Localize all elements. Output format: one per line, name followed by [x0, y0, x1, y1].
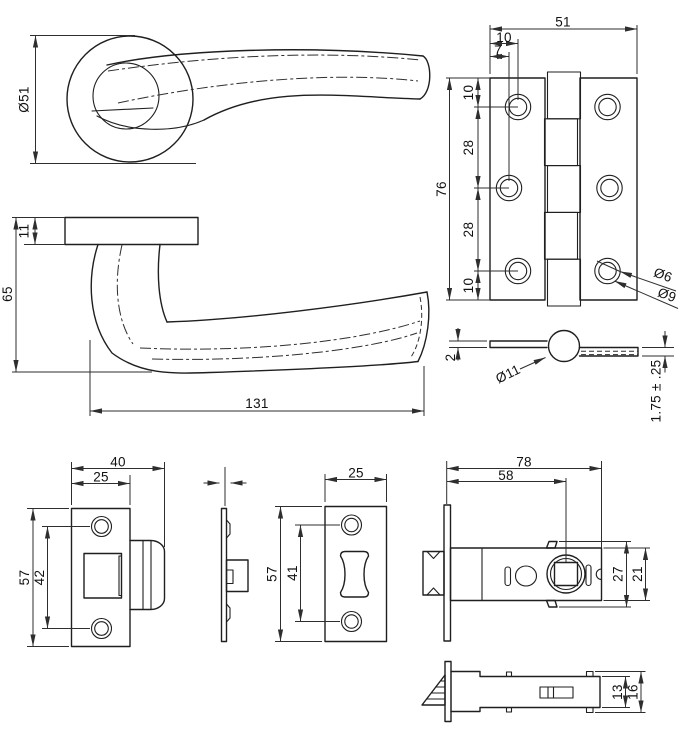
hidden-tip-line [410, 296, 423, 358]
dim-strike-overall-width: 40 [110, 455, 126, 470]
case-lug [505, 706, 513, 713]
hinge-leaf-left-profile [489, 340, 548, 349]
lever-rose-junction [96, 115, 205, 130]
strike-plate-tab [129, 539, 166, 611]
rose-inner-circle [92, 62, 160, 130]
latch-edge-profile-view [203, 467, 249, 643]
latch-case-bottom-outline [450, 670, 601, 713]
spindle-square-hole [553, 561, 579, 587]
case-end-notch [595, 568, 603, 581]
strike-plate-view: 40 25 57 42 [17, 455, 166, 648]
dim-rose-diameter: Ø51 [17, 86, 32, 112]
faceplate-edge-profile [220, 507, 228, 643]
lever-top-edge [106, 49, 424, 66]
lever-ridge-line [91, 107, 154, 112]
dim-hinge-bottom-offset: 10 [461, 278, 476, 294]
dim-hinge-height: 76 [434, 181, 449, 197]
handle-neck-and-bottom-edge [90, 243, 419, 374]
case-lug [585, 706, 594, 714]
handle-blade-tip [417, 291, 430, 363]
latchbolt-step [225, 569, 234, 585]
hinge-leaf-right-profile [578, 346, 639, 357]
dim-handle-length: 131 [245, 396, 268, 411]
phantom-neck-line [116, 244, 134, 345]
lever-bottom-edge [203, 94, 421, 121]
dim-countersink-dia: Ø9 [656, 285, 679, 305]
case-oval-hole [514, 565, 538, 587]
dim-handle-projection: 65 [0, 286, 15, 302]
hinge-knuckle [546, 258, 582, 307]
dim-strike-height: 57 [17, 570, 32, 586]
dim-case-height: 21 [630, 566, 645, 582]
dim-hole-inset-inner: 7 [494, 43, 502, 58]
dim-hinge-width: 51 [555, 15, 571, 30]
dim-hole-inset-outer: 10 [496, 30, 512, 45]
countersink-bump-top [225, 519, 231, 539]
dim-leaf-gauge: 1.75 ± .25 [649, 360, 664, 423]
dim-strike-hole-spacing: 42 [32, 570, 47, 586]
countersink-bump-bottom [225, 603, 231, 623]
strike-plate-opening [83, 552, 123, 599]
handle-neck-inner-edge [157, 243, 168, 323]
latch-body-side-view: 78 58 27 21 [422, 455, 650, 642]
spring-detail [539, 686, 574, 699]
dim-case-depth: 13 [610, 684, 625, 700]
latchbolt-wedge [421, 674, 446, 706]
hinge-front-view: 51 10 7 10 28 28 10 76 Ø6 Ø9 [434, 15, 678, 309]
dim-rose-thickness: 11 [17, 224, 32, 239]
dim-faceplate-width: 25 [348, 466, 364, 481]
dim-case-height-over-lugs: 27 [611, 566, 626, 582]
rose-side-profile [64, 216, 199, 246]
latch-body-bottom-view: 13 16 [421, 660, 646, 723]
case-lug [585, 670, 594, 678]
dim-hole-dia: Ø6 [652, 265, 675, 285]
faceplate-bolt-cutout [339, 550, 370, 598]
dim-hinge-upper-spacing: 28 [461, 140, 476, 156]
dim-latch-backset: 58 [498, 468, 514, 483]
latch-case [449, 547, 603, 602]
phantom-line-upper [107, 54, 422, 72]
lever-tip-cap [419, 55, 431, 100]
latch-faceplate-view: 25 57 41 [265, 466, 388, 643]
phantom-blade-line-2 [151, 332, 418, 360]
case-slot-left [504, 566, 512, 587]
dim-faceplate-hole-spacing: 41 [285, 565, 300, 581]
handle-front-view: Ø51 [17, 35, 431, 164]
case-slot-right [585, 564, 592, 587]
strike-plate-body [70, 507, 131, 648]
dim-latch-overall-length: 78 [516, 455, 532, 470]
hinge-knuckle-barrel [547, 329, 581, 363]
latchbolt-side [422, 550, 445, 596]
dim-hinge-top-offset: 10 [461, 85, 476, 101]
phantom-line-lower [117, 76, 419, 104]
wedge-hatching [426, 680, 445, 700]
dim-strike-plate-width: 25 [93, 470, 109, 485]
dim-depth-over-lugs: 16 [626, 684, 641, 700]
dim-leaf-thickness: 2 [443, 354, 458, 362]
latch-faceplate-body [324, 505, 388, 643]
case-lug-top [545, 540, 558, 549]
handle-blade-top-edge [166, 291, 428, 323]
phantom-blade-line-1 [139, 320, 421, 350]
dim-faceplate-height: 57 [265, 566, 280, 582]
dim-hinge-lower-spacing: 28 [461, 222, 476, 238]
handle-side-view: 11 65 131 [0, 216, 430, 416]
case-lug-bottom [545, 599, 558, 608]
case-lug [505, 671, 513, 678]
